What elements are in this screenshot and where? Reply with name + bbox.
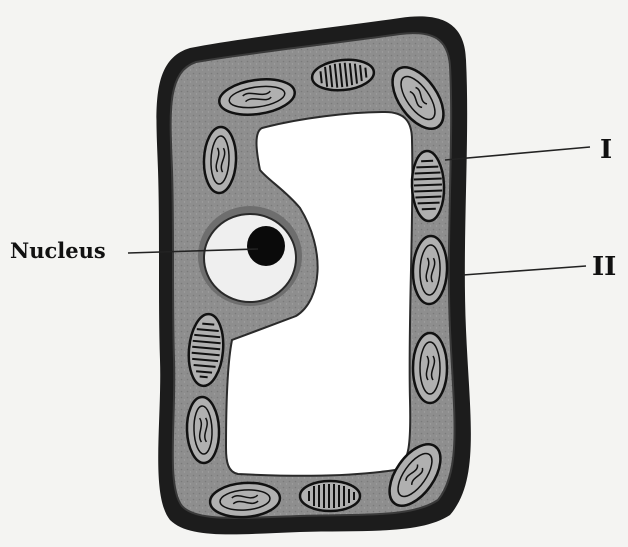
label-ii: II: [592, 252, 616, 282]
chloroplast-6: [186, 396, 220, 463]
chloroplast-4: [203, 126, 237, 193]
chloroplast-9: [413, 333, 447, 403]
pointer-line-ii: [463, 266, 586, 275]
nucleolus: [247, 226, 285, 266]
chloroplast-12: [300, 481, 360, 511]
nucleus-label: Nucleus: [10, 238, 106, 263]
nucleus: [198, 206, 302, 306]
label-i: I: [600, 135, 612, 165]
